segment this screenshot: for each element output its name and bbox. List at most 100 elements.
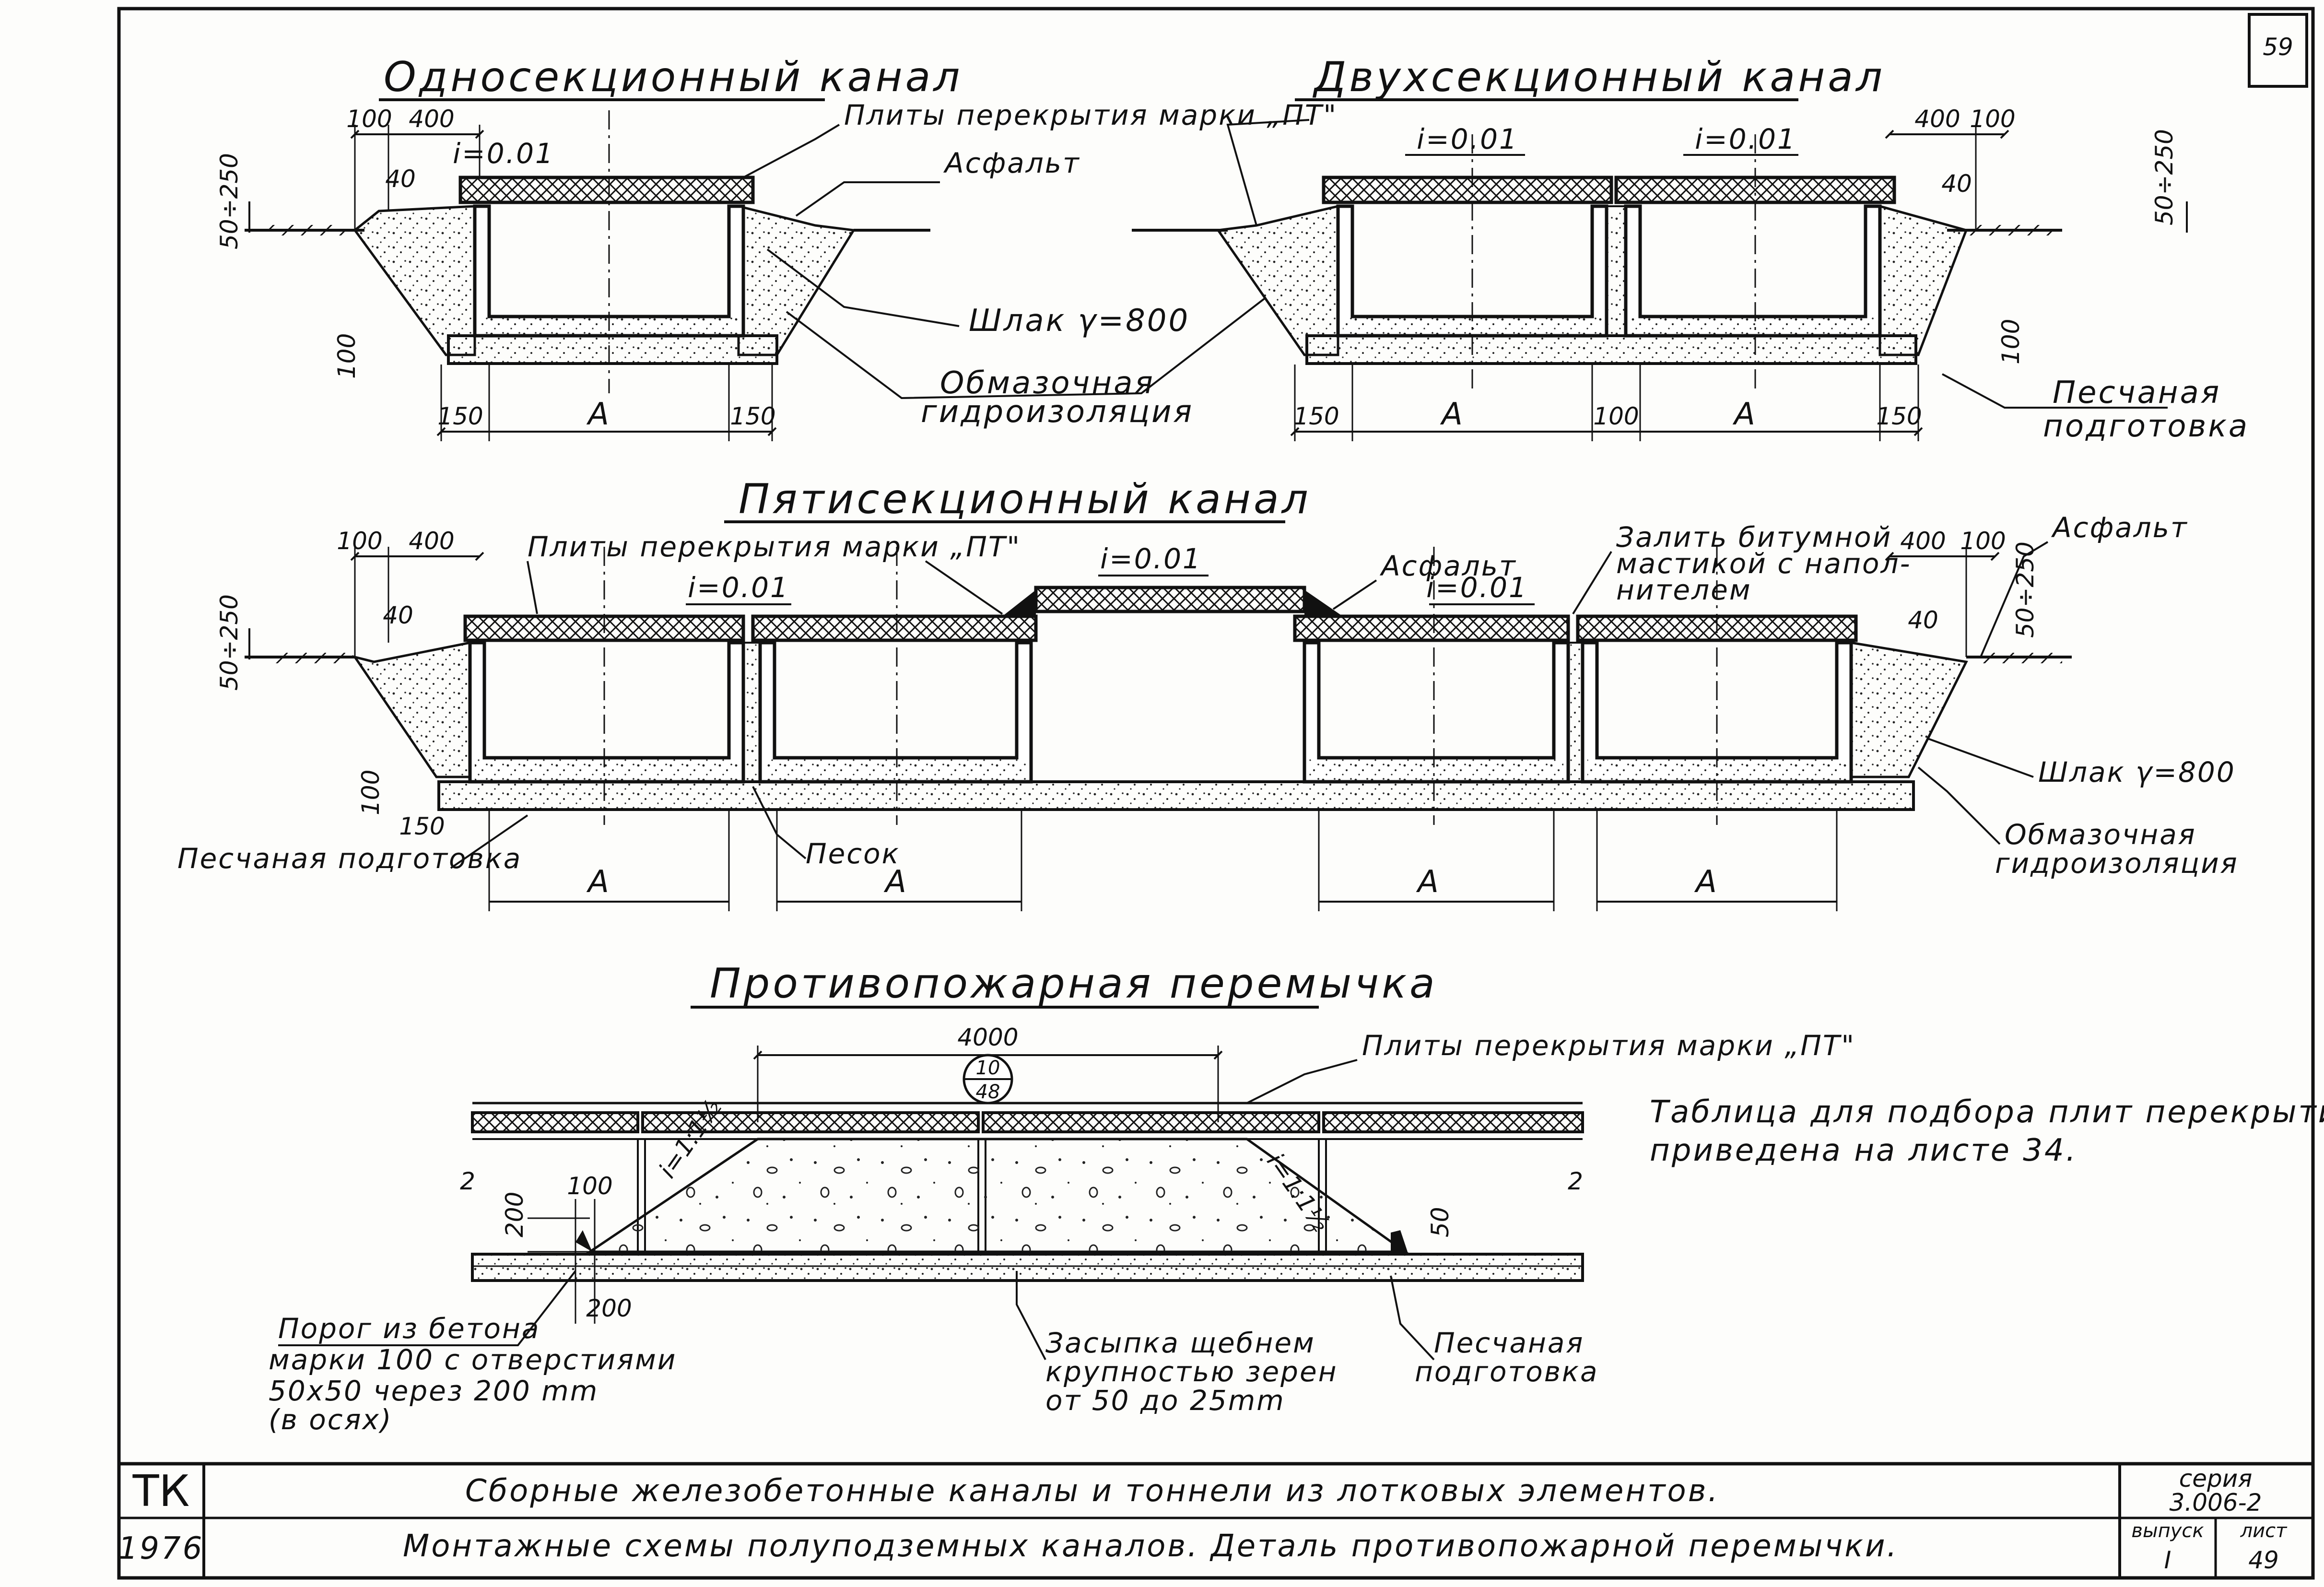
double-dim-150-right: 150 [1876,402,1922,430]
firewall-ref-top: 10 [976,1057,1000,1079]
single-slope: i=0.01 [453,137,554,170]
firewall-backfill-3: от 50 до 25mm [1045,1384,1285,1417]
double-slope-2: i=0.01 [1695,123,1796,155]
firewall-sand-2: подготовка [1415,1355,1599,1388]
firewall-axis-left: 2 [460,1167,475,1195]
double-dim-100-mid: 100 [1593,402,1639,430]
five-dim-A2: А [883,864,908,900]
five-slag: Шлак γ=800 [2038,756,2236,788]
five-channel-section: Пятисекционный канал Плиты перекрытия ма… [177,475,2239,911]
note-line-1: Таблица для подбора плит перекрытия [1650,1094,2324,1130]
sheet-label: лист [2240,1520,2288,1542]
single-dim-A: А [586,397,611,432]
firewall-dim-200b: 200 [586,1294,632,1322]
five-dim-40r: 40 [1908,606,1938,634]
firewall-backfill-1: Засыпка щебнем [1045,1327,1315,1359]
five-coating-2: гидроизоляция [1995,847,2239,880]
single-dim-150-left: 150 [437,402,483,430]
firewall-dim-4000: 4000 [957,1023,1018,1051]
single-slab-label: Плиты перекрытия марки „ПТ" [844,99,1338,131]
note-line-2: приведена на листе 34. [1650,1133,2078,1168]
title-block-org: ТК [132,1466,190,1516]
five-slope-top: i=0.01 [1100,542,1202,575]
firewall-title: Противопожарная перемычка [710,960,1438,1008]
shared-coating-1: Обмазочная [940,365,1155,401]
shared-slag: Шлак γ=800 [969,303,1190,339]
firewall-threshold-1: Порог из бетона [278,1312,540,1345]
double-dim-A2: А [1732,397,1757,432]
double-slope-1: i=0.01 [1417,123,1518,155]
five-dim-400: 400 [409,527,454,555]
five-asphalt-right: Асфальт [2051,511,2188,544]
firewall-sand-1: Песчаная [1434,1327,1584,1359]
single-dim-100: 100 [346,105,392,133]
single-dim-40: 40 [385,165,416,193]
double-dim-400: 400 [1914,105,1960,133]
firewall-detail: Противопожарная перемычка 4000 10 48 Пли… [269,960,1855,1436]
five-fill-1: Залить битумной [1616,521,1892,553]
five-dim-100r: 100 [1960,527,2006,555]
five-fill-3: нителем [1616,574,1752,606]
five-slope-right: i=0.01 [1426,571,1528,604]
five-sand-base: Песчаная подготовка [177,842,522,875]
five-channel-title: Пятисекционный канал [739,475,1311,523]
firewall-dim-100: 100 [567,1172,612,1200]
firewall-ref-bottom: 48 [976,1081,1000,1103]
five-dim-A3: А [1416,864,1441,900]
title-block-line-1: Сборные железобетонные каналы и тоннели … [465,1473,1720,1509]
five-dim-100: 100 [337,527,382,555]
five-dim-40: 40 [383,601,413,629]
shared-sand-2: подготовка [2043,409,2249,444]
double-channel-section: Двухсекционный канал i=0.01 i=0.01 400 1… [1132,53,2188,441]
single-dim-50-250: 50÷250 [215,153,243,249]
five-dim-100v: 100 [357,770,385,815]
five-asphalt-mid: Асфальт [1379,550,1517,582]
single-asphalt-label: Асфальт [943,147,1080,179]
single-dim-150-right: 150 [730,402,775,430]
firewall-threshold-3: 50х50 через 200 mm [269,1375,599,1407]
firewall-axis-right: 2 [1568,1167,1583,1195]
firewall-threshold-2: марки 100 с отверстиями [269,1343,677,1376]
double-channel-title: Двухсекционный канал [1312,53,1885,101]
title-block-line-2: Монтажные схемы полуподземных каналов. Д… [403,1528,1899,1564]
double-dim-100: 100 [1970,105,2015,133]
five-dim-150: 150 [399,812,445,840]
firewall-slab-label: Плиты перекрытия марки „ПТ" [1362,1029,1855,1062]
five-dim-50-250r: 50÷250 [2011,541,2039,638]
firewall-dim-200a: 200 [501,1192,528,1237]
double-dim-A1: А [1440,397,1465,432]
firewall-dim-50: 50 [1426,1207,1454,1237]
sheet-number: 59 [2263,33,2293,61]
shared-sand-1: Песчаная [2053,375,2221,411]
title-block: ТК 1976 Сборные железобетонные каналы и … [118,1465,2288,1574]
title-block-year: 1976 [118,1531,204,1566]
single-channel-title: Односекционный канал [384,53,962,101]
sheet-value: 49 [2248,1546,2279,1574]
issue-value: I [2164,1546,2171,1574]
firewall-threshold-4: (в осях) [269,1403,392,1436]
series-label: серия [2179,1465,2253,1493]
single-dim-400: 400 [409,105,454,133]
five-fill-2: мастикой с напол- [1616,547,1912,580]
series-value: 3.006-2 [2170,1489,2262,1516]
double-dim-100v: 100 [1997,319,2025,364]
double-dim-40: 40 [1941,170,1972,198]
five-slope-left: i=0.01 [688,571,789,604]
five-sand: Песок [806,837,900,870]
five-dim-400r: 400 [1900,527,1946,555]
five-dim-A1: А [586,864,611,900]
shared-labels: Шлак γ=800 Обмазочная гидроизоляция Песч… [766,248,2249,444]
sheet-frame [117,7,2315,1580]
single-dim-100v: 100 [333,333,361,379]
double-dim-150-left: 150 [1293,402,1339,430]
single-channel-section: Односекционный канал 100 400 40 50÷250 1… [215,53,1338,441]
double-dim-50-250: 50÷250 [2150,129,2178,225]
five-coating-1: Обмазочная [2005,818,2196,851]
shared-coating-2: гидроизоляция [921,394,1194,430]
five-slab-label: Плиты перекрытия марки „ПТ" [528,530,1021,563]
issue-label: выпуск [2131,1520,2204,1542]
firewall-backfill-2: крупностью зерен [1045,1355,1338,1388]
selection-note: Таблица для подбора плит перекрытия прив… [1650,1094,2324,1168]
